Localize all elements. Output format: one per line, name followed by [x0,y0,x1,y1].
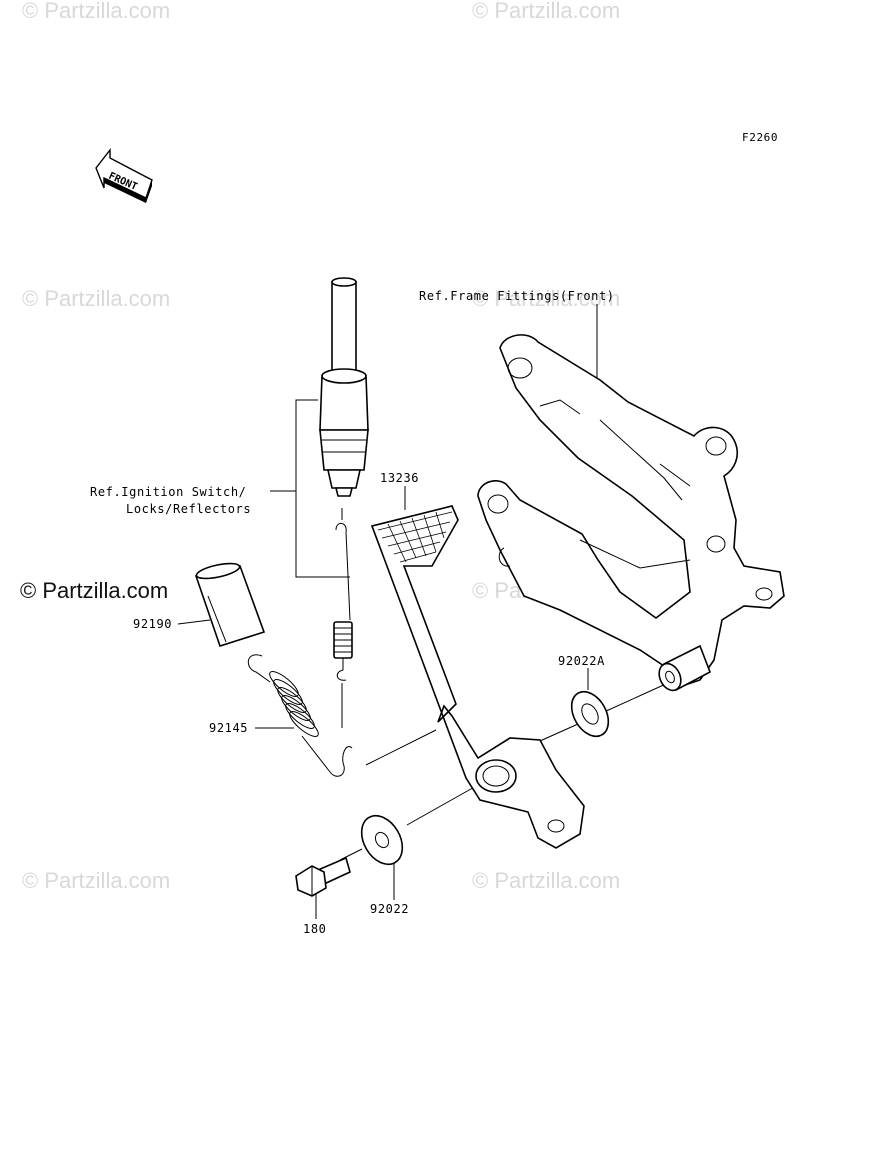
watermark: © Partzilla.com [22,286,170,311]
watermark: © Partzilla.com [472,286,620,311]
watermark: © Partzilla.com [20,578,168,603]
part-number-92145: 92145 [209,721,248,735]
watermark: © Partzilla.com [22,868,170,893]
watermark: © Partzilla.com [472,868,620,893]
watermark: © Partzilla.com [472,0,620,23]
part-number-180: 180 [303,922,326,936]
figure-code: F2260 [742,131,778,144]
part-number-92190: 92190 [133,617,172,631]
switch-spring [333,523,353,681]
return-spring-92145 [247,654,353,777]
sleeve-92190 [194,562,266,647]
ref-ignition-label-line1: Ref.Ignition Switch/ [90,485,247,499]
watermark: © Partzilla.com [22,0,170,23]
front-arrow-icon: FRONT [95,147,153,203]
ref-frame-fittings-label: Ref.Frame Fittings(Front) [419,289,615,303]
frame-fitting-bracket [477,334,785,692]
part-number-13236: 13236 [380,471,419,485]
brake-pedal-13236 [370,505,585,849]
ref-ignition-label-line2: Locks/Reflectors [126,502,251,516]
part-number-92022a: 92022A [558,654,605,668]
part-number-92022: 92022 [370,902,409,916]
washer-92022a [570,690,610,738]
brake-light-switch [319,277,369,497]
washer-92022 [360,814,404,866]
leader-lines [177,304,669,919]
bolt-180 [295,856,351,897]
